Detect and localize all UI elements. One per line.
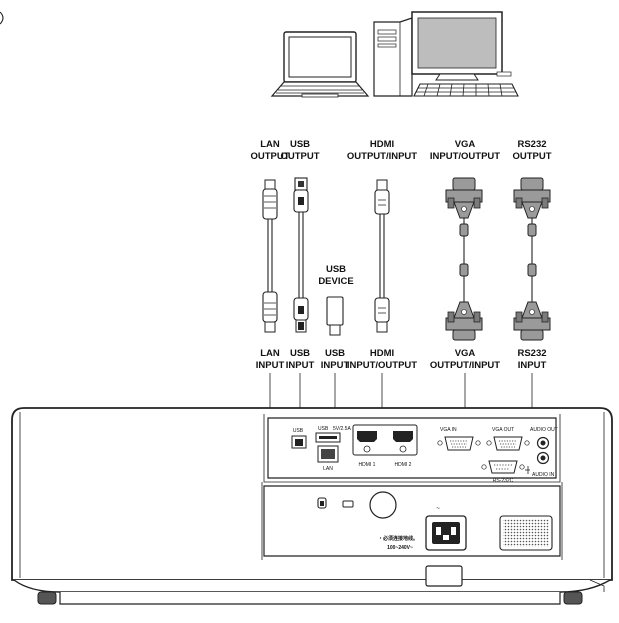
usb-power-input-label-line1: USB: [325, 348, 345, 359]
hdmi-1-label: HDMI 1: [359, 462, 376, 468]
vga-output-label-line1: VGA: [455, 348, 476, 359]
vga-cable: [445, 177, 483, 341]
hdmi-ports: HDMI 1 HDMI 2: [352, 424, 418, 468]
usb-output-label-line2: OUTPUT: [280, 151, 319, 162]
usb-flash-drive-icon: [326, 296, 344, 336]
rs232c-label: RS-232C: [493, 478, 514, 484]
lan-output-label-line2: OUTPUT: [250, 151, 289, 162]
keyboard-icon: [413, 71, 519, 97]
page-corner-mark: [0, 11, 4, 25]
hdmi-2-port: [393, 431, 413, 453]
usb-input-label-line2: INPUT: [286, 360, 315, 371]
hdmi-input-label-line2: INPUT/OUTPUT: [347, 360, 417, 371]
hdmi-output-label-line2: OUTPUT/INPUT: [347, 151, 417, 162]
rs232-output-label-line2: OUTPUT: [512, 151, 551, 162]
usb-cable: [293, 177, 309, 333]
laptop-icon: [270, 31, 370, 98]
power-socket: [425, 515, 467, 551]
vga-out-port: [486, 436, 530, 451]
power-note-line1: ・必须连接地线。: [378, 535, 418, 542]
usb-device-label-line2: DEVICE: [318, 276, 353, 287]
hdmi-1-port: [357, 431, 377, 453]
audio-out-label: AUDIO OUT: [530, 427, 558, 433]
lower-panel: [261, 482, 563, 560]
audio-jacks: AUDIO OUT AUDIO IN: [530, 427, 558, 478]
rs232c-port: RS-232C: [481, 460, 530, 484]
usb-b-label: USB: [293, 428, 304, 434]
security-lock-icon: [317, 497, 354, 509]
vga-input-label-line1: VGA: [455, 139, 476, 150]
audio-out-jack: [536, 436, 550, 450]
lan-output-label-line1: LAN: [260, 139, 280, 150]
monitor-icon: [411, 11, 503, 81]
vga-ports: VGA IN VGA OUT: [437, 427, 530, 451]
lan-port-label: LAN: [323, 466, 333, 472]
vga-out-label: VGA OUT: [492, 427, 514, 433]
audio-in-jack: [536, 451, 550, 465]
usb-b-port: USB: [291, 428, 307, 449]
vga-output-label-line2: OUTPUT/INPUT: [430, 360, 500, 371]
vent-grille: [499, 515, 553, 551]
audio-in-label: AUDIO IN: [532, 472, 555, 478]
usb-a-rating-label: 5V/2.5A: [333, 426, 351, 432]
lens-shift-knob: [369, 491, 397, 519]
hdmi-2-label: HDMI 2: [395, 462, 412, 468]
rs232-cable: [513, 177, 551, 341]
usb-input-label-line1: USB: [290, 348, 310, 359]
lan-cable: [262, 179, 278, 333]
hdmi-output-label-line1: HDMI: [370, 139, 394, 150]
usb-device-label-line1: USB: [326, 264, 346, 275]
vga-input-label-line2: INPUT/OUTPUT: [430, 151, 500, 162]
desktop-tower-icon: [373, 17, 413, 97]
lan-port: LAN: [317, 445, 339, 472]
lan-input-label-line1: LAN: [260, 348, 280, 359]
rs232-output-label-line1: RS232: [517, 139, 546, 150]
usb-power-input-label-line2: INPUT: [321, 360, 350, 371]
lan-input-label-line2: INPUT: [256, 360, 285, 371]
rs232-input-label-line1: RS232: [517, 348, 546, 359]
usb-output-label-line1: USB: [290, 139, 310, 150]
ac-symbol: ~: [436, 505, 440, 512]
rs232-input-label-line2: INPUT: [518, 360, 547, 371]
projector-foot: [425, 565, 463, 587]
usb-a-label: USB: [318, 426, 329, 432]
hdmi-input-label-line1: HDMI: [370, 348, 394, 359]
hdmi-cable: [374, 179, 390, 333]
usb-a-port: USB 5V/2.5A: [315, 426, 351, 443]
power-note-line2: 100~240V~: [387, 545, 413, 551]
vga-in-port: [437, 436, 481, 451]
vga-in-label: VGA IN: [440, 427, 457, 433]
